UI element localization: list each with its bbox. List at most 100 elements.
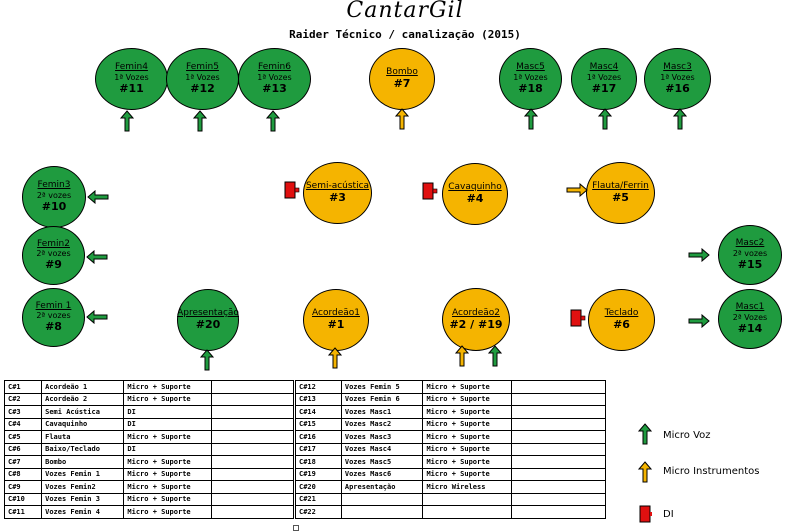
node-channel-number: #4: [466, 192, 484, 206]
channel-cell: C#15: [295, 417, 342, 431]
equipment-cell: Micro + Suporte: [422, 380, 513, 394]
notes-cell: [511, 480, 606, 494]
node-name: Bombo: [386, 67, 418, 77]
equipment-cell: Micro + Suporte: [123, 392, 212, 406]
notes-cell: [511, 405, 606, 419]
node-name: Masc1: [735, 302, 765, 313]
equipment-cell: Micro + Suporte: [123, 492, 212, 506]
micro-voz-arrow-right-icon: [688, 314, 710, 328]
source-cell: Flauta: [41, 430, 125, 444]
notes-cell: [210, 442, 295, 456]
notes-cell: [511, 430, 606, 444]
notes-cell: [511, 417, 606, 431]
channel-cell: C#5: [3, 430, 43, 444]
di-box-icon: [570, 309, 586, 327]
node-name: Teclado: [604, 308, 639, 318]
channel-cell: C#14: [295, 405, 342, 419]
node-acordeao1: Acordeão1#1: [303, 289, 369, 351]
node-voice-part: 1ª Vozes: [114, 72, 149, 82]
node-channel-number: #7: [393, 77, 411, 91]
table-resize-handle[interactable]: [293, 525, 299, 531]
legend-di-label: DI: [663, 509, 674, 520]
source-cell: Vozes Masc5: [340, 455, 424, 469]
channel-cell: C#3: [3, 405, 43, 419]
node-name: Femin3: [37, 180, 71, 191]
notes-cell: [210, 505, 295, 519]
equipment-cell: Micro + Suporte: [123, 505, 212, 519]
node-channel-number: #6: [613, 318, 630, 332]
node-name: Apresentação: [177, 308, 239, 318]
equipment-cell: Micro + Suporte: [123, 430, 212, 444]
micro-voz-arrow-up-icon: [266, 110, 280, 132]
node-voice-part: 1ª Vozes: [660, 72, 695, 82]
channel-cell: C#21: [295, 492, 342, 506]
micro-instr-arrow-up-icon: [455, 345, 469, 367]
node-name: Semi-acústica: [305, 181, 370, 191]
node-name: Acordeão2: [452, 307, 500, 318]
equipment-cell: DI: [123, 417, 212, 431]
source-cell: Vozes Masc3: [340, 430, 424, 444]
node-name: Masc3: [663, 62, 692, 73]
source-cell: Vozes Masc6: [340, 467, 424, 481]
channel-cell: C#10: [3, 492, 43, 506]
node-bombo: Bombo#7: [369, 48, 435, 110]
legend-instr-arrow-icon: [638, 461, 652, 483]
di-box-icon: [422, 182, 438, 200]
source-cell: Cavaquinho: [41, 417, 125, 431]
source-cell: Vozes Femin 1: [41, 467, 125, 481]
equipment-cell: Micro + Suporte: [422, 392, 513, 406]
table-row: C#22: [295, 505, 606, 519]
micro-voz-arrow-left-icon: [87, 190, 109, 204]
equipment-cell: Micro + Suporte: [422, 405, 513, 419]
node-name: Acordeão1: [312, 308, 360, 318]
source-cell: [340, 492, 424, 506]
node-channel-number: #20: [195, 318, 221, 332]
notes-cell: [511, 380, 606, 394]
channel-cell: C#6: [3, 442, 43, 456]
legend-di-box-icon: [639, 505, 652, 523]
channel-cell: C#17: [295, 442, 342, 456]
equipment-cell: Micro + Suporte: [422, 467, 513, 481]
node-teclado: Teclado#6: [588, 289, 655, 351]
notes-cell: [210, 467, 295, 481]
micro-voz-arrow-left-icon: [86, 310, 108, 324]
node-channel-number: #18: [518, 81, 543, 95]
equipment-cell: Micro + Suporte: [422, 455, 513, 469]
equipment-cell: [422, 492, 513, 506]
node-channel-number: #2 / #19: [449, 317, 503, 331]
node-channel-number: #14: [737, 321, 763, 335]
node-cavaquinho: Cavaquinho#4: [442, 163, 508, 225]
channel-cell: C#8: [3, 467, 43, 481]
channel-cell: C#7: [3, 455, 43, 469]
channel-cell: C#18: [295, 455, 342, 469]
source-cell: Bombo: [41, 455, 125, 469]
source-cell: Acordeão 1: [41, 380, 125, 394]
notes-cell: [210, 480, 295, 494]
channel-cell: C#9: [3, 480, 43, 494]
notes-cell: [210, 430, 295, 444]
equipment-cell: Micro Wireless: [422, 480, 513, 494]
equipment-cell: Micro + Suporte: [422, 430, 513, 444]
micro-voz-arrow-left-icon: [86, 250, 108, 264]
source-cell: [340, 505, 424, 519]
micro-voz-arrow-up-icon: [193, 110, 207, 132]
node-voice-part: 1ª Vozes: [257, 72, 292, 82]
node-channel-number: #15: [737, 257, 763, 271]
equipment-cell: [422, 505, 513, 519]
micro-voz-arrow-right-icon: [688, 248, 710, 262]
